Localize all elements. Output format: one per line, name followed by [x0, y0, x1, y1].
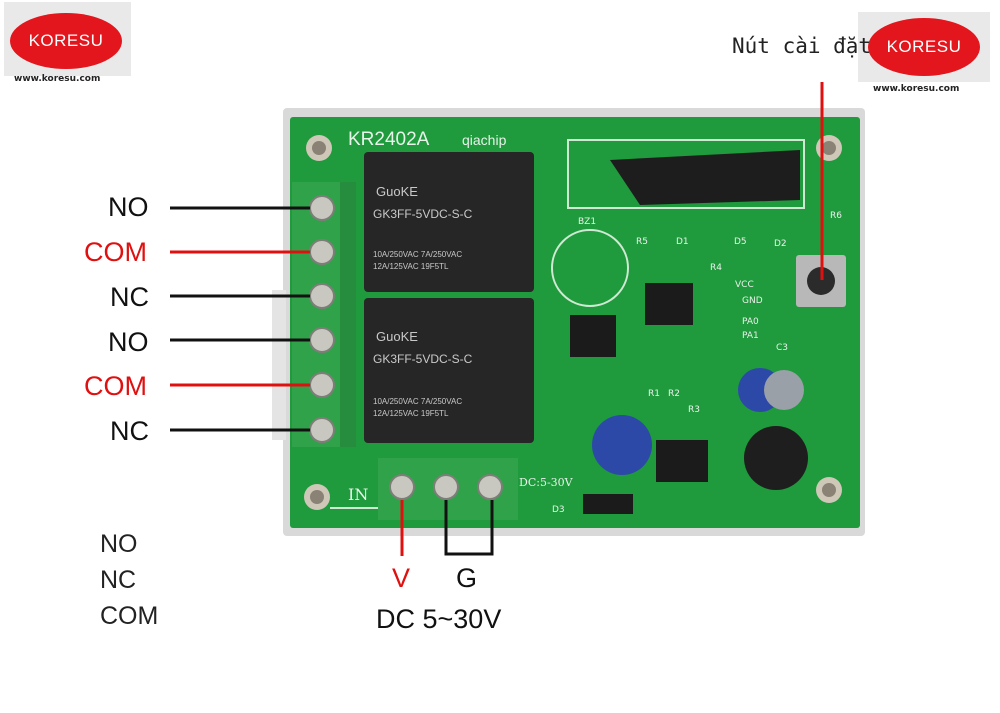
silk-in: IN [348, 485, 368, 504]
silk-r5: R5 [636, 237, 648, 247]
legend-nc: NC [100, 566, 137, 594]
label-com-2: COM [84, 371, 147, 401]
mounting-hole-tl [306, 135, 332, 161]
ic-3 [656, 440, 708, 482]
logo-right-url: www.koresu.com [873, 84, 960, 94]
g-leader-bracket [444, 500, 494, 556]
ic-2 [645, 283, 693, 325]
relay-2-model: GK3FF-5VDC-S-C [373, 352, 473, 366]
power-v-label: V [392, 563, 411, 593]
silk-r2: R2 [668, 389, 680, 399]
silk-pa0: PA0 [742, 317, 759, 327]
silk-d2: D2 [774, 239, 787, 249]
label-nc-1: NC [110, 282, 149, 312]
silk-dc: DC:5-30V [519, 476, 574, 489]
silk-d1: D1 [676, 237, 689, 247]
power-g-label: G [456, 563, 478, 593]
label-com-1: COM [84, 237, 147, 267]
relay-2-brand: GuoKE [376, 329, 418, 344]
legend-com: COM [100, 602, 159, 630]
silk-c3: C3 [776, 343, 788, 353]
silk-vcc: VCC [735, 280, 754, 290]
diode-d3 [583, 494, 633, 514]
label-no-1: NO [108, 192, 149, 222]
relay-1-rating-1: 10A/250VAC 7A/250VAC [373, 250, 462, 259]
silk-bz1: BZ1 [578, 217, 596, 227]
antenna-coil [610, 150, 800, 205]
setup-button-label: Nút cài đặt [732, 34, 872, 58]
logo-right: KORESU [858, 12, 990, 82]
power-range-label: DC 5~30V [376, 604, 502, 634]
silk-gnd: GND [742, 296, 763, 306]
relay-2 [364, 298, 534, 443]
logo-left-url: www.koresu.com [14, 74, 101, 84]
capacitor-3 [764, 370, 804, 410]
capacitor-1 [592, 415, 652, 475]
relay-1-brand: GuoKE [376, 184, 418, 199]
power-screws [389, 474, 503, 500]
silk-d3: D3 [552, 505, 565, 515]
logo-left: KORESU [4, 2, 131, 76]
relay-2-rating-1: 10A/250VAC 7A/250VAC [373, 397, 462, 406]
buzzer-outline [551, 229, 629, 307]
mounting-hole-tr [816, 135, 842, 161]
board-housing-side [272, 290, 286, 440]
antenna-module [567, 139, 805, 209]
legend-no: NO [100, 530, 138, 558]
logo-left-text: KORESU [28, 31, 104, 50]
mounting-hole-bl [304, 484, 330, 510]
silk-r4: R4 [710, 263, 722, 273]
ic-1 [570, 315, 616, 357]
relay-1-model: GK3FF-5VDC-S-C [373, 207, 473, 221]
silk-r3: R3 [688, 405, 700, 415]
logo-left-oval: KORESU [10, 13, 122, 69]
relay-1-rating-2: 12A/125VAC 19F5TL [373, 262, 449, 271]
mounting-hole-br [816, 477, 842, 503]
terminal-leader-lines [170, 206, 310, 432]
label-nc-2: NC [110, 416, 149, 446]
board-brand-mark: qiachip [462, 132, 507, 148]
logo-right-text: KORESU [886, 37, 962, 56]
logo-right-oval: KORESU [868, 18, 980, 76]
inductor [744, 426, 808, 490]
silk-r6: R6 [830, 211, 842, 221]
silk-d5: D5 [734, 237, 747, 247]
relay-2-rating-2: 12A/125VAC 19F5TL [373, 409, 449, 418]
relay-1 [364, 152, 534, 292]
silk-r1: R1 [648, 389, 660, 399]
board-model: KR2402A [348, 129, 430, 150]
label-no-2: NO [108, 327, 149, 357]
silk-pa1: PA1 [742, 331, 759, 341]
